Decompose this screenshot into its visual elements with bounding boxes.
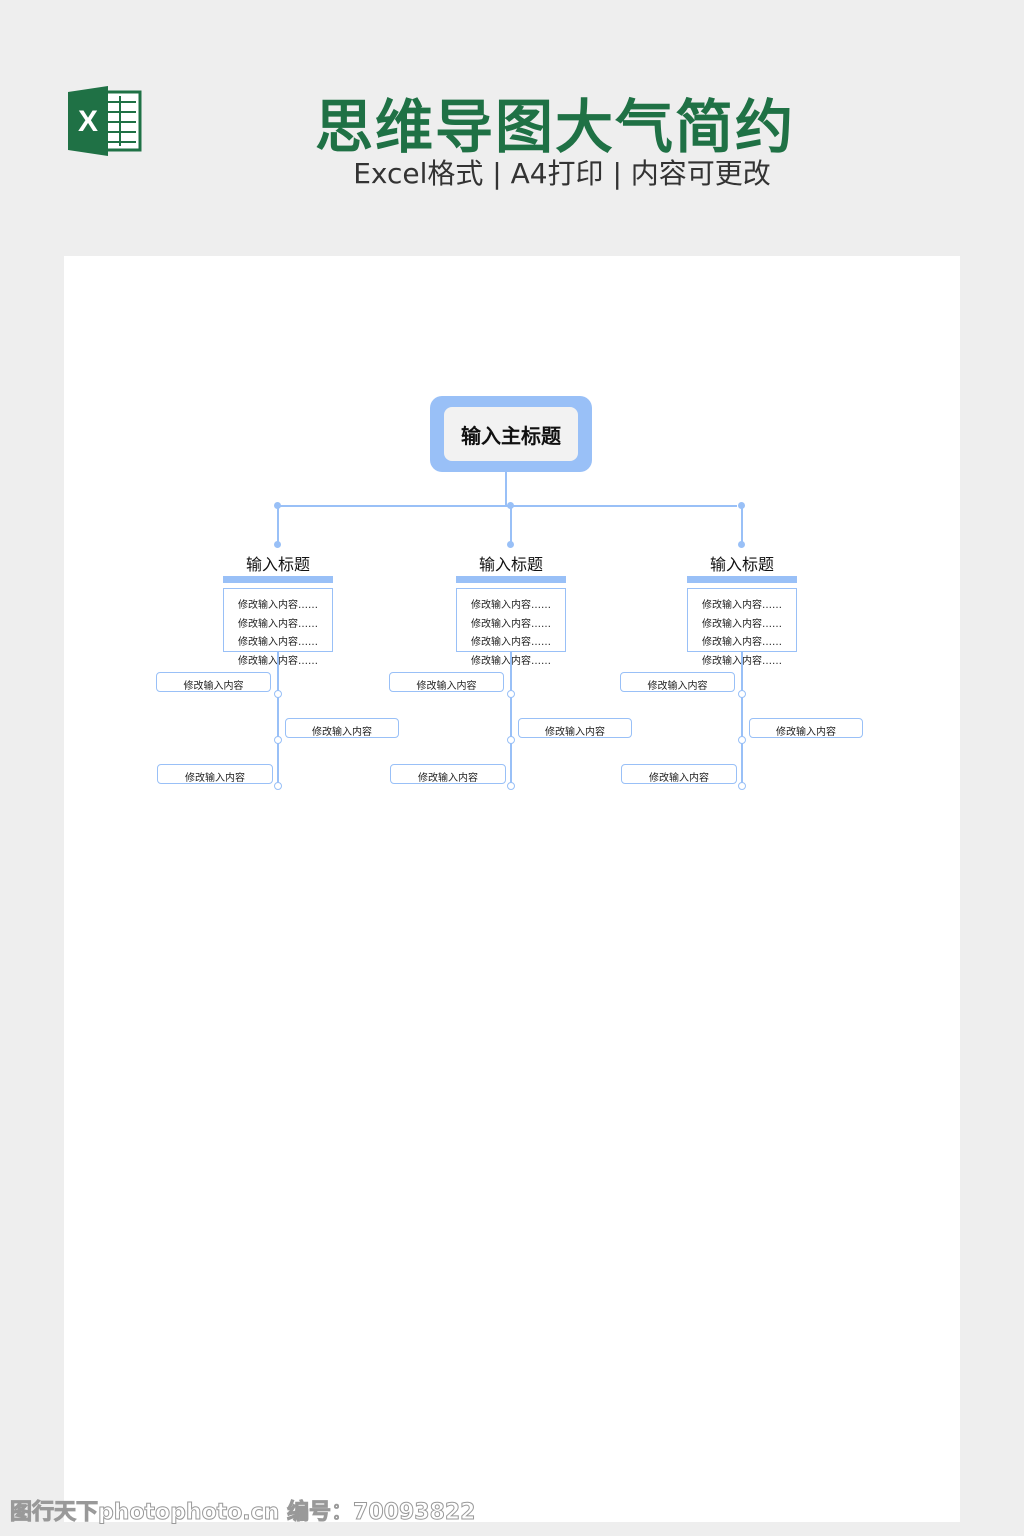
connector-ring [274,736,282,744]
connector-ring [507,690,515,698]
connector-main-vertical [505,472,507,506]
branch-title[interactable]: 输入标题 [478,555,543,574]
sub-node[interactable]: 修改输入内容 [157,764,273,784]
sub-node[interactable]: 修改输入内容 [621,764,737,784]
sub-node[interactable]: 修改输入内容 [390,764,506,784]
watermark: 图行天下photophoto.cn 编号：70093822 [10,1500,476,1526]
branch-title-bar [456,576,566,583]
branch-connector [277,506,279,546]
sub-node[interactable]: 修改输入内容 [518,718,632,738]
branch-item[interactable]: 修改输入内容…… [702,637,782,648]
branch-title-bar [223,576,333,583]
branch-connector [741,506,743,546]
main-topic-node[interactable]: 输入主标题 [430,396,592,472]
page-title: 思维导图大气简约 [314,93,795,161]
branch-trunk [510,651,512,787]
excel-logo-icon: X [68,86,142,156]
branch-item[interactable]: 修改输入内容…… [238,600,318,611]
branch-item[interactable]: 修改输入内容…… [471,618,551,630]
sub-node[interactable]: 修改输入内容 [156,672,271,692]
branch-item[interactable]: 修改输入内容…… [702,618,782,630]
branch-item[interactable]: 修改输入内容…… [702,600,782,611]
branch-trunk [277,651,279,787]
sub-node[interactable]: 修改输入内容 [620,672,735,692]
connector-dot [507,541,514,548]
page-subtitle: Excel格式 | A4打印 | 内容可更改 [353,157,771,190]
connector-dot [738,502,745,509]
connector-ring [507,736,515,744]
branch-item[interactable]: 修改输入内容…… [471,637,551,648]
branch-item[interactable]: 修改输入内容…… [238,618,318,630]
sub-node[interactable]: 修改输入内容 [749,718,863,738]
connector-dot [274,541,281,548]
branch-item[interactable]: 修改输入内容…… [238,637,318,648]
sub-node[interactable]: 修改输入内容 [389,672,504,692]
branch-title[interactable]: 输入标题 [245,555,310,574]
branch-trunk [741,651,743,787]
svg-text:X: X [78,105,98,138]
connector-ring [738,690,746,698]
branch-title[interactable]: 输入标题 [709,555,774,574]
connector-ring [274,690,282,698]
branch-title-bar [687,576,797,583]
branch-connector [510,506,512,546]
connector-dot [507,502,514,509]
sub-node[interactable]: 修改输入内容 [285,718,399,738]
connector-ring [274,782,282,790]
connector-dot [274,502,281,509]
connector-ring [507,782,515,790]
connector-ring [738,736,746,744]
branch-item[interactable]: 修改输入内容…… [471,600,551,611]
connector-ring [738,782,746,790]
connector-dot [738,541,745,548]
main-topic-label: 输入主标题 [444,407,578,461]
